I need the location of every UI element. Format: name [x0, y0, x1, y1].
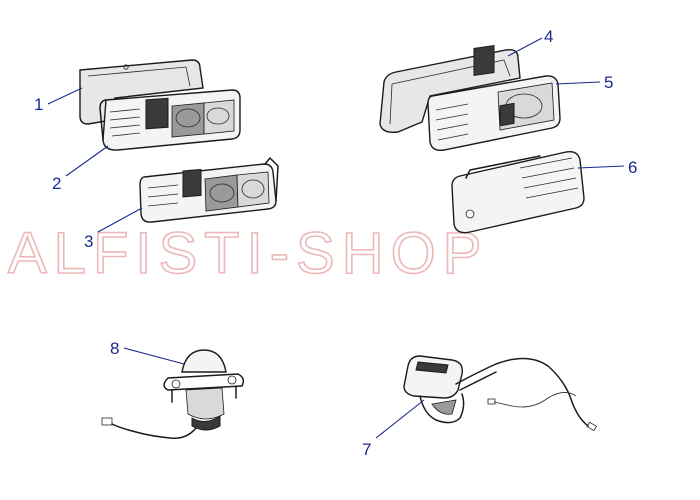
callout-label-2: 2: [52, 174, 61, 193]
callout-5: 5: [555, 73, 613, 92]
callout-label-5: 5: [604, 73, 613, 92]
part-3-lens-left: [139, 157, 279, 223]
callout-1: 1: [34, 87, 83, 114]
callout-label-7: 7: [362, 440, 371, 459]
callout-3: 3: [84, 207, 143, 251]
part-8-interior-lamp: [101, 349, 245, 440]
callout-7: 7: [362, 399, 425, 459]
part-2-rear-lamp-left: [99, 89, 241, 151]
callout-4: 4: [507, 27, 553, 57]
callout-label-1: 1: [34, 95, 43, 114]
callout-label-3: 3: [84, 232, 93, 251]
watermark-text: ALFISTI-SHOP: [8, 221, 488, 286]
callout-2: 2: [52, 145, 109, 193]
callout-6: 6: [577, 158, 637, 177]
callout-8: 8: [110, 339, 185, 365]
callout-label-8: 8: [110, 339, 119, 358]
callout-label-6: 6: [628, 158, 637, 177]
callout-label-4: 4: [544, 27, 553, 46]
part-6-lamp-housing: [451, 102, 585, 234]
part-7-plate-lamp-cable: [403, 355, 598, 432]
